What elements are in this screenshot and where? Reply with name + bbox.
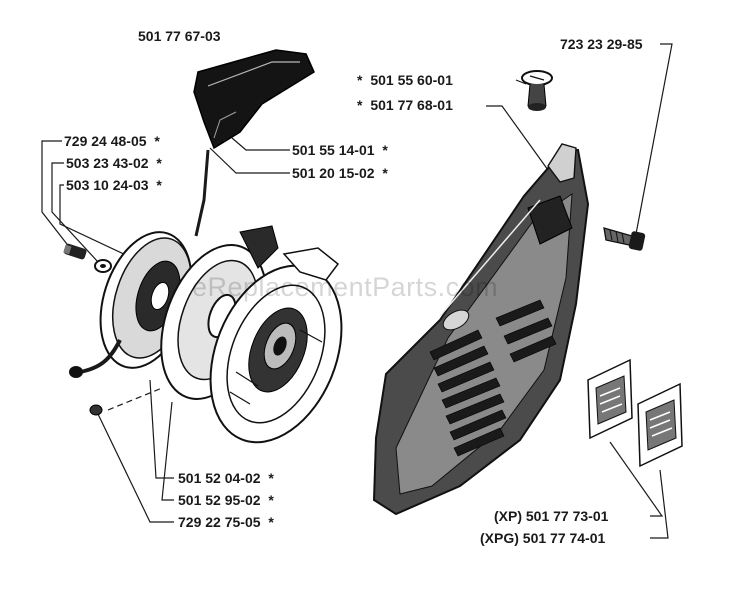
asterisk-marker: * <box>382 142 388 158</box>
part-number: 501 77 67-03 <box>138 28 221 44</box>
grommet <box>521 70 553 111</box>
bolt <box>603 227 646 251</box>
leader-line-501-55-60-01 <box>515 79 527 85</box>
leader-line-xp-decal <box>609 441 664 517</box>
part-label-501-77-67-03: 501 77 67-03 <box>138 28 221 44</box>
part-label-723-23-29-85: 723 23 29-85 <box>560 36 643 52</box>
part-label-xpg-decal: (XPG) 501 77 74-01 <box>480 530 605 546</box>
part-number: (XPG) 501 77 74-01 <box>480 530 606 546</box>
part-number: 729 24 48-05 <box>64 133 147 149</box>
part-number: 501 77 68-01 <box>370 97 453 113</box>
leader-line-501-55-14-01 <box>231 137 290 151</box>
asterisk-marker: * <box>156 155 162 171</box>
asterisk-marker: * <box>154 133 160 149</box>
part-label-729-22-75-05: 729 22 75-05 * <box>178 514 278 530</box>
leader-line-501-52-95-02 <box>161 401 174 501</box>
decal-xpg <box>637 382 683 468</box>
leader-line-723-23-29-85 <box>635 43 673 235</box>
leader-line-501-52-04-02 <box>149 379 174 479</box>
starter-cover <box>372 143 590 516</box>
leader-line-729-22-75-05 <box>97 413 174 523</box>
starter-handle <box>193 49 315 237</box>
decal-xp <box>587 358 633 440</box>
cover-vents <box>429 299 557 457</box>
asterisk-marker: * <box>357 72 363 88</box>
part-number: 501 20 15-02 <box>292 165 375 181</box>
asterisk-marker: * <box>357 97 363 113</box>
dashed-connection-line <box>107 387 163 411</box>
part-number: 723 23 29-85 <box>560 36 643 52</box>
part-number: 503 10 24-03 <box>66 177 149 193</box>
leader-line-xpg-decal <box>650 469 669 539</box>
leader-line-501-20-15-02 <box>209 147 290 174</box>
part-label-501-52-04-02: 501 52 04-02 * <box>178 470 278 486</box>
part-label-501-52-95-02: 501 52 95-02 * <box>178 492 278 508</box>
part-label-501-55-60-01: * 501 55 60-01 <box>353 72 453 88</box>
watermark-text: eReplacementParts.com <box>192 272 499 302</box>
part-label-xp-decal: (XP) 501 77 73-01 <box>494 508 608 524</box>
leader-line-503-10-24-03 <box>59 184 129 257</box>
part-number: 729 22 75-05 <box>178 514 261 530</box>
part-label-503-23-43-02: 503 23 43-02 * <box>66 155 166 171</box>
small-washer <box>94 259 112 273</box>
leader-lines <box>41 43 673 539</box>
part-number: 501 55 60-01 <box>370 72 453 88</box>
small-pin <box>89 404 103 416</box>
part-number: 501 52 04-02 <box>178 470 261 486</box>
part-label-501-20-15-02: 501 20 15-02 * <box>292 165 392 181</box>
part-label-501-77-68-01: * 501 77 68-01 <box>353 97 453 113</box>
small-screw <box>63 243 87 260</box>
asterisk-marker: * <box>268 514 274 530</box>
asterisk-marker: * <box>156 177 162 193</box>
part-number: 501 55 14-01 <box>292 142 375 158</box>
part-label-729-24-48-05: 729 24 48-05 * <box>64 133 164 149</box>
part-label-503-10-24-03: 503 10 24-03 * <box>66 177 166 193</box>
leader-line-503-23-43-02 <box>51 162 99 263</box>
asterisk-marker: * <box>382 165 388 181</box>
leader-line-729-24-48-05 <box>41 140 71 249</box>
part-number: 501 52 95-02 <box>178 492 261 508</box>
asterisk-marker: * <box>268 470 274 486</box>
starter-housing-ring <box>209 247 343 444</box>
part-number: (XP) 501 77 73-01 <box>494 508 609 524</box>
part-label-501-55-14-01: 501 55 14-01 * <box>292 142 392 158</box>
leader-line-501-77-68-01 <box>486 105 549 171</box>
part-number: 503 23 43-02 <box>66 155 149 171</box>
asterisk-marker: * <box>268 492 274 508</box>
